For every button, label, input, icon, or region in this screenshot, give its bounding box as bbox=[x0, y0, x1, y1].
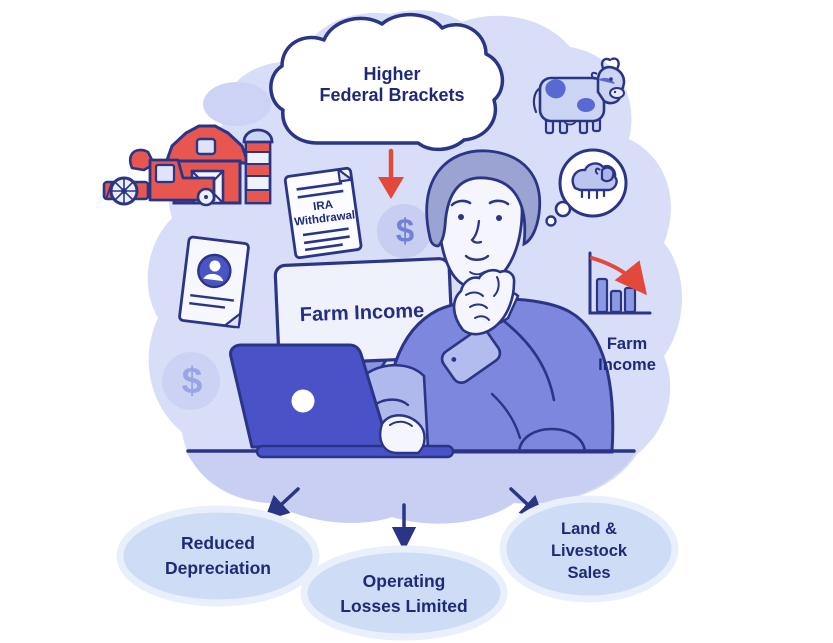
red-down-arrow-icon bbox=[378, 148, 404, 199]
dollar-coin-icon-right bbox=[377, 204, 431, 258]
cloud-line2: Federal Brackets bbox=[319, 85, 465, 105]
declining-bar-chart-icon bbox=[588, 251, 652, 315]
laptop-logo bbox=[291, 389, 315, 413]
bubble-reduced-depreciation: Reduced Depreciation bbox=[165, 533, 271, 578]
barn-window bbox=[195, 137, 217, 156]
resting-forearm bbox=[517, 427, 587, 453]
dollar-sign-right: $ bbox=[395, 212, 415, 249]
outcome-bubble-shapes bbox=[116, 495, 679, 641]
ira-document-icon bbox=[283, 166, 363, 260]
red-decline-arrow-icon bbox=[590, 256, 648, 296]
desk-shadow-area bbox=[186, 451, 636, 524]
silo-icon bbox=[242, 128, 274, 205]
combine-harvester-icon bbox=[102, 148, 216, 207]
id-document-icon bbox=[178, 235, 250, 329]
cloud-line1: Higher bbox=[363, 64, 421, 84]
cow-icon bbox=[532, 57, 626, 135]
cloud-text: Higher Federal Brackets bbox=[292, 64, 492, 106]
chart-caption: Farm Income bbox=[598, 335, 656, 374]
mouth bbox=[464, 254, 490, 261]
sleeve-cuff bbox=[440, 328, 502, 384]
dollar-sign-left: $ bbox=[181, 360, 203, 401]
typing-hand bbox=[379, 414, 426, 455]
bubble-land-livestock-sales: Land & Livestock Sales bbox=[550, 520, 628, 582]
thinking-farmer bbox=[356, 149, 615, 454]
bubble-operating-losses: Operating Losses Limited bbox=[340, 571, 468, 616]
arrow-left-icon bbox=[264, 487, 300, 521]
higher-brackets-cloud bbox=[269, 12, 505, 152]
hair bbox=[425, 149, 542, 248]
barn-icon bbox=[102, 124, 274, 207]
sheep-thought-bubble-icon bbox=[545, 148, 628, 227]
nose bbox=[470, 219, 483, 244]
hand-on-chin bbox=[452, 268, 516, 336]
dollar-coin-icon-left bbox=[162, 352, 220, 410]
eyebrows bbox=[450, 199, 510, 207]
